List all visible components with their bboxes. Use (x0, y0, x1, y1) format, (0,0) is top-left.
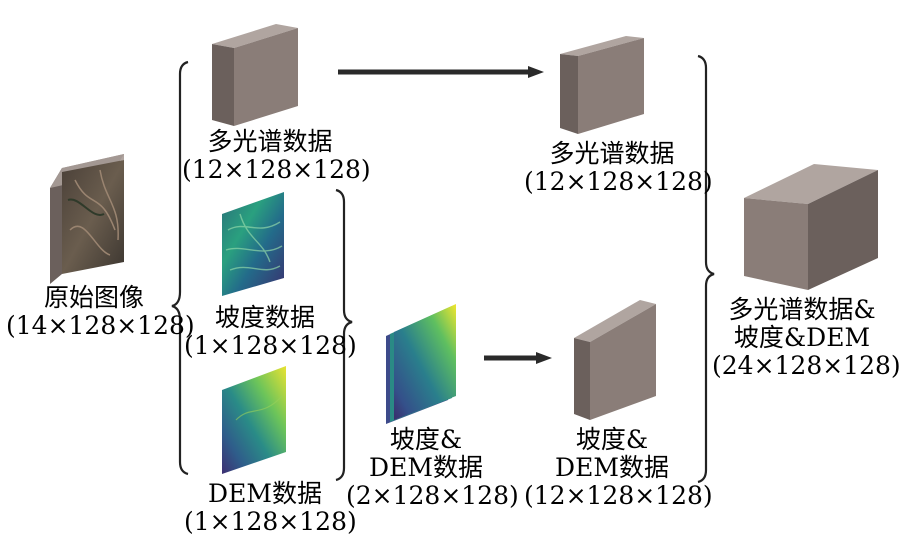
slope-dem-output-line1: 坡度& (575, 425, 649, 454)
slope-dem-output-line2: DEM数据 (555, 453, 669, 482)
raw-image-cube (50, 154, 124, 284)
multispectral-input-label: 多光谱数据 (12×128×128) (182, 127, 371, 184)
multispectral-input-name: 多光谱数据 (207, 127, 333, 156)
fused-output-label: 多光谱数据& 坡度&DEM (24×128×128) (712, 295, 901, 380)
multispectral-input-dims: (12×128×128) (182, 155, 371, 184)
dem-input-name: DEM数据 (208, 479, 322, 508)
slope-input-dims: (1×128×128) (184, 331, 357, 360)
slope-input-name: 坡度数据 (214, 303, 315, 332)
slope-dem-input-line1: 坡度& (389, 425, 463, 454)
arrow-slope-dem (484, 352, 552, 364)
dem-patch (222, 366, 286, 474)
raw-image-name: 原始图像 (43, 283, 144, 312)
fused-output-cube (744, 164, 878, 290)
right-brace (697, 54, 715, 484)
multispectral-output-cube (560, 36, 644, 134)
raw-image-label: 原始图像 (14×128×128) (6, 283, 195, 340)
inner-brace (335, 188, 353, 482)
multispectral-output-name: 多光谱数据 (549, 139, 675, 168)
fused-output-line2: 坡度&DEM (733, 323, 871, 352)
left-brace (171, 60, 189, 476)
fused-output-line1: 多光谱数据& (728, 295, 876, 324)
slope-dem-input-line2: DEM数据 (369, 453, 483, 482)
slope-input-label: 坡度数据 (1×128×128) (184, 303, 357, 360)
slope-dem-output-dims: (12×128×128) (524, 481, 713, 510)
multispectral-output-label: 多光谱数据 (12×128×128) (524, 139, 713, 196)
slope-dem-input-dims: (2×128×128) (346, 481, 519, 510)
slope-dem-output-label: 坡度& DEM数据 (12×128×128) (524, 425, 713, 510)
raw-image-dims: (14×128×128) (6, 311, 195, 340)
dem-input-dims: (1×128×128) (184, 507, 357, 536)
fused-output-dims: (24×128×128) (712, 351, 901, 380)
slope-dem-stack (386, 304, 456, 424)
dem-input-label: DEM数据 (1×128×128) (184, 479, 357, 536)
slope-dem-input-label: 坡度& DEM数据 (2×128×128) (346, 425, 519, 510)
slope-patch (222, 192, 284, 296)
arrow-multispectral (338, 66, 544, 78)
multispectral-input-cube (212, 24, 298, 126)
slope-dem-output-cube (574, 300, 656, 420)
multispectral-output-dims: (12×128×128) (524, 167, 713, 196)
